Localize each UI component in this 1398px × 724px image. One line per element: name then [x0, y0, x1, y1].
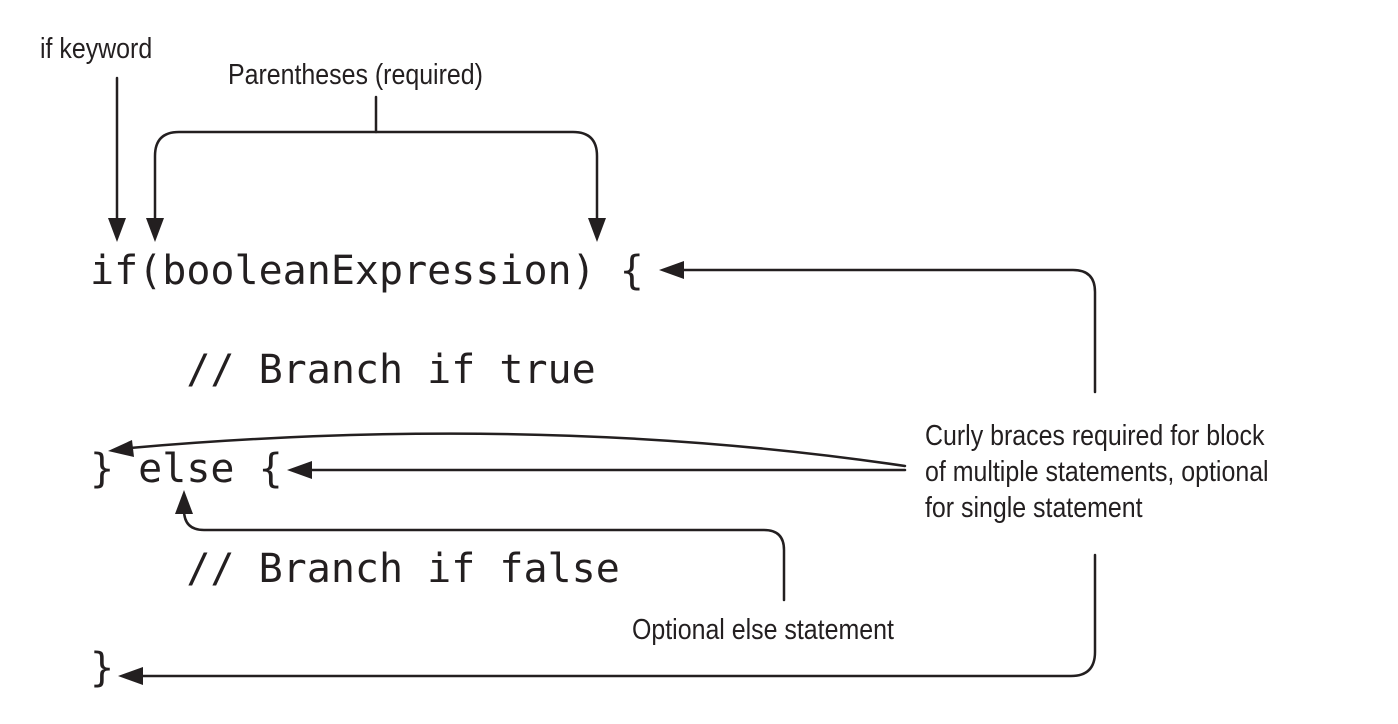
code-line-if: if(booleanExpression) {	[90, 248, 644, 294]
curly-braces-label-line-3: for single statement	[925, 491, 1143, 523]
curly-final-brace-arrow	[118, 553, 1097, 685]
if-keyword-arrow	[108, 76, 126, 242]
curly-braces-label-line-1: Curly braces required for block	[925, 419, 1265, 451]
code-line-false-comment: // Branch if false	[90, 546, 620, 592]
curly-close-else-arrow	[108, 432, 907, 468]
optional-else-arrow	[175, 490, 786, 602]
optional-else-label: Optional else statement	[632, 613, 894, 645]
code-line-true-comment: // Branch if true	[90, 347, 596, 393]
if-keyword-label: if keyword	[40, 32, 152, 64]
curly-open-if-arrow	[659, 261, 1097, 394]
parentheses-label: Parentheses (required)	[228, 58, 483, 90]
code-line-close-brace: }	[90, 645, 114, 691]
parentheses-bracket-arrows	[146, 95, 606, 242]
curly-braces-label-line-2: of multiple statements, optional	[925, 455, 1269, 487]
curly-open-else-arrow	[287, 461, 907, 479]
